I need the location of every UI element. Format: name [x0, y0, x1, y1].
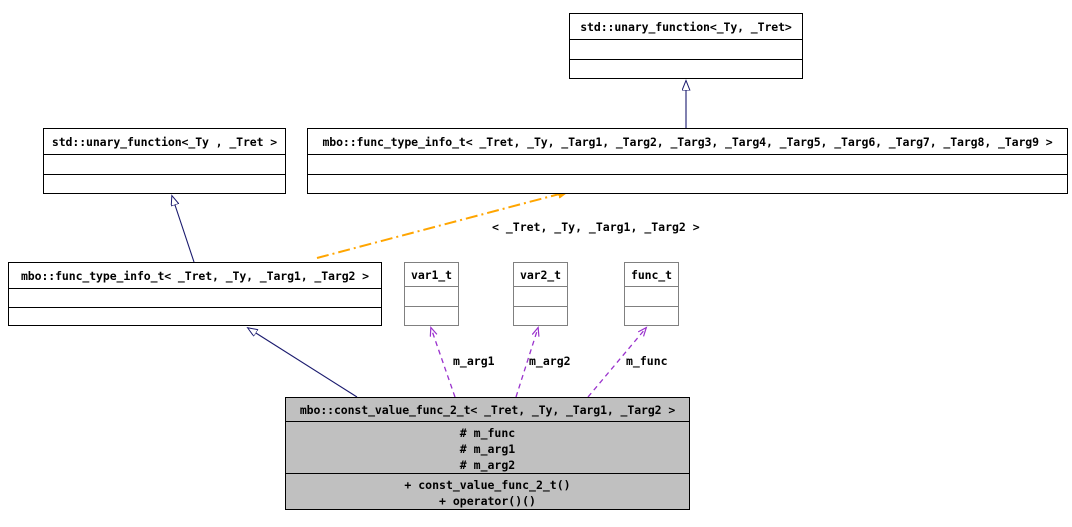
class-attributes-compartment: [308, 154, 1067, 173]
edge-label-m-arg2: m_arg2: [529, 354, 571, 368]
class-operations-compartment: [44, 173, 285, 193]
class-title: std::unary_function<_Ty , _Tret >: [51, 134, 278, 149]
class-operations-compartment: [514, 305, 567, 325]
class-title: mbo::const_value_func_2_t< _Tret, _Ty, _…: [299, 402, 676, 417]
class-node-func-type-info-t-2args[interactable]: mbo::func_type_info_t< _Tret, _Ty, _Targ…: [8, 262, 382, 326]
class-attributes-compartment: # m_func # m_arg1 # m_arg2: [286, 421, 689, 473]
class-operations-compartment: [625, 305, 678, 325]
class-node-const-value-func-2-t[interactable]: mbo::const_value_func_2_t< _Tret, _Ty, _…: [285, 397, 690, 510]
edge-inheritance-constvalue-to-2args: [248, 328, 358, 398]
class-title: var2_t: [520, 267, 561, 282]
class-operations-compartment: [570, 58, 802, 78]
class-attributes-compartment: [405, 286, 458, 305]
class-operations-compartment: [308, 173, 1067, 193]
class-attribute: # m_arg1: [459, 441, 516, 456]
class-operations-compartment: [405, 305, 458, 325]
class-title: var1_t: [411, 267, 452, 282]
class-operation: + const_value_func_2_t(): [404, 477, 571, 492]
edge-usage-m-arg1: [431, 328, 456, 398]
class-node-var1-t[interactable]: var1_t: [404, 262, 459, 326]
class-attribute: # m_arg2: [459, 457, 516, 472]
class-attributes-compartment: [625, 286, 678, 305]
class-node-var2-t[interactable]: var2_t: [513, 262, 568, 326]
class-node-func-type-info-t-9args[interactable]: mbo::func_type_info_t< _Tret, _Ty, _Targ…: [307, 128, 1068, 194]
class-title: mbo::func_type_info_t< _Tret, _Ty, _Targ…: [20, 268, 369, 283]
class-node-func-t[interactable]: func_t: [624, 262, 679, 326]
class-attribute: # m_func: [459, 425, 516, 440]
class-attributes-compartment: [44, 154, 285, 173]
class-node-std-unary-function-left[interactable]: std::unary_function<_Ty , _Tret >: [43, 128, 286, 194]
class-operation: + operator()(): [439, 493, 536, 508]
class-attributes-compartment: [514, 286, 567, 305]
class-attributes-compartment: [570, 39, 802, 58]
class-attributes-compartment: [9, 288, 381, 306]
edge-label-m-func: m_func: [626, 354, 668, 368]
class-title: func_t: [631, 267, 672, 282]
class-operations-compartment: [9, 306, 381, 325]
class-title: std::unary_function<_Ty, _Tret>: [580, 19, 792, 34]
class-operations-compartment: + const_value_func_2_t() + operator()(): [286, 473, 689, 509]
edge-inheritance-2args-to-unary-left: [172, 196, 195, 263]
template-binding-label: < _Tret, _Ty, _Targ1, _Targ2 >: [492, 220, 700, 234]
class-node-std-unary-function-top[interactable]: std::unary_function<_Ty, _Tret>: [569, 13, 803, 79]
edge-label-m-arg1: m_arg1: [453, 354, 495, 368]
class-title: mbo::func_type_info_t< _Tret, _Ty, _Targ…: [322, 134, 1053, 149]
